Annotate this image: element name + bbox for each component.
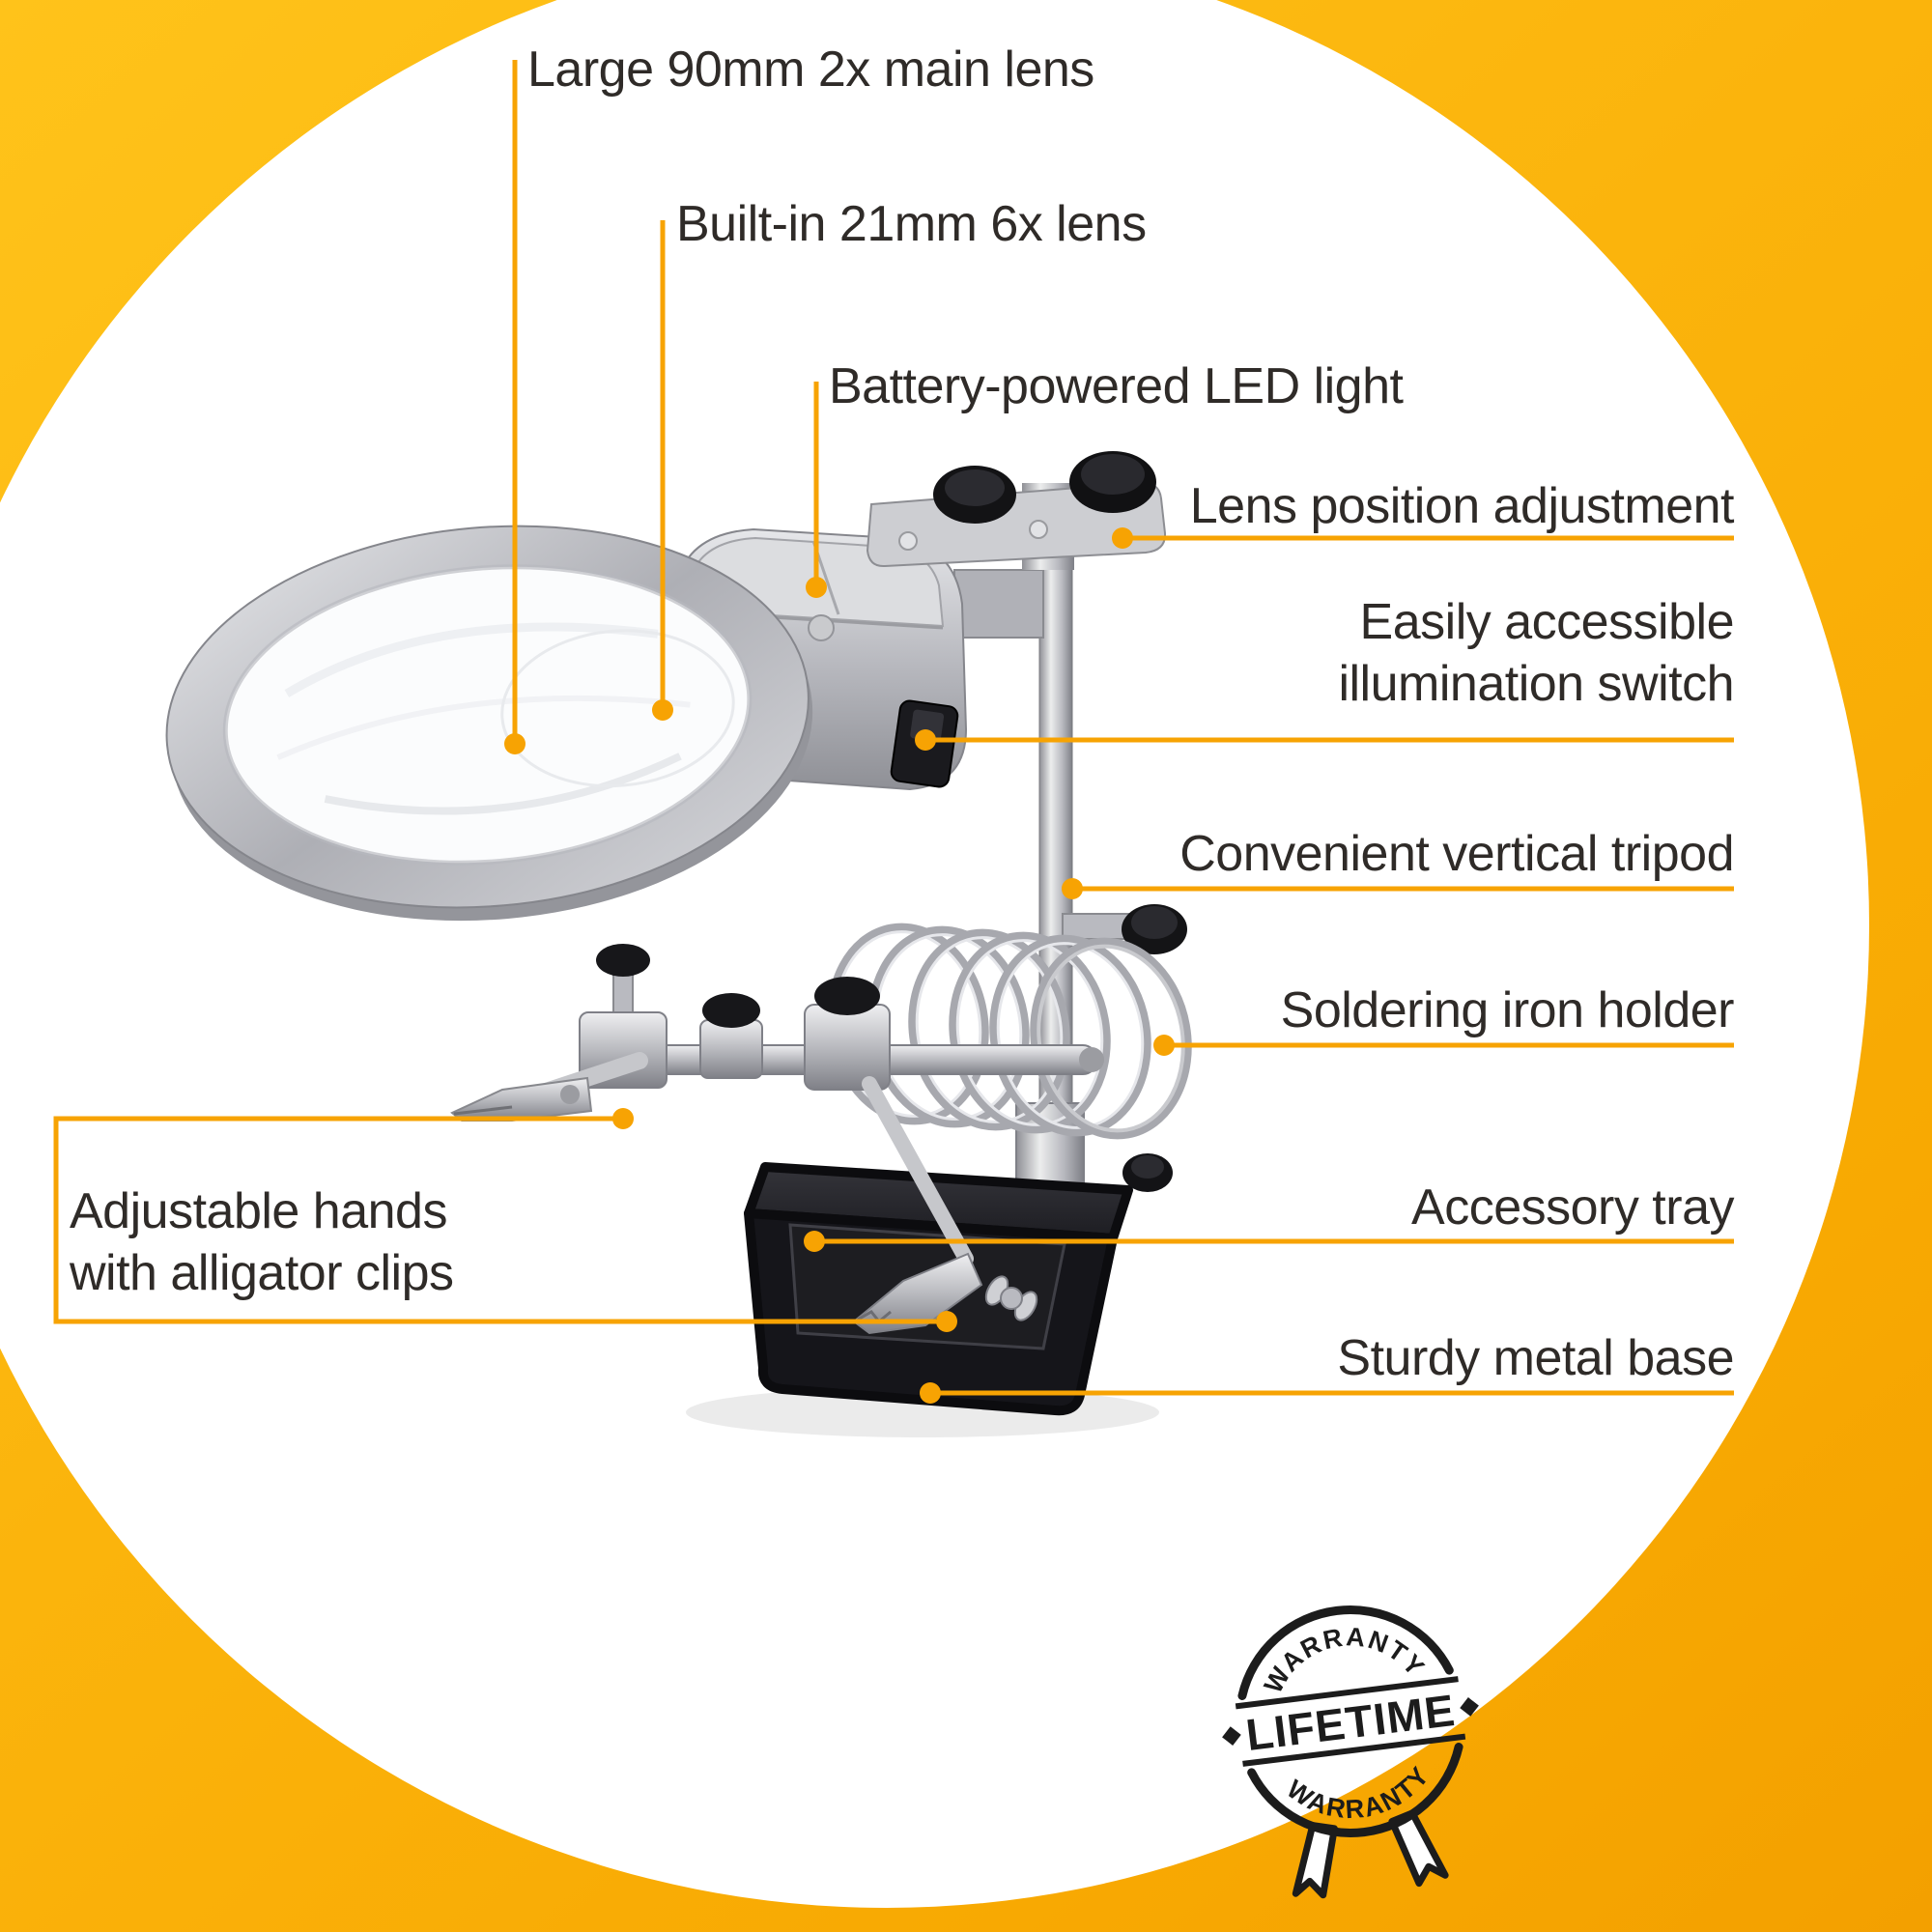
callout-dot-lens-position: [1112, 527, 1133, 549]
callout-dot-clip-lower: [936, 1311, 957, 1332]
helping-hands-crossbar: [450, 944, 1104, 1335]
coil-mount-knob: [1062, 904, 1187, 954]
callout-dot-iron-holder: [1153, 1035, 1175, 1056]
callout-label-led-light: Battery-powered LED light: [829, 358, 1404, 414]
badge-diamond-left: [1222, 1726, 1241, 1746]
base-knob: [1122, 1153, 1173, 1192]
illumination-switch-line2: illumination switch: [1338, 656, 1734, 712]
main-lens-glass: [225, 566, 750, 864]
callout-label-metal-base: Sturdy metal base: [1337, 1330, 1734, 1386]
product-photo: [165, 451, 1192, 1437]
callout-label-main-lens: Large 90mm 2x main lens: [527, 42, 1094, 98]
callout-dot-sub-lens: [652, 699, 673, 721]
badge-outer-arc-top: [1237, 1605, 1454, 1700]
alligator-clip-left: [450, 1076, 593, 1122]
callout-dot-tripod: [1062, 878, 1083, 899]
clamp-knob-center: [814, 977, 880, 1015]
callout-label-tripod: Convenient vertical tripod: [1179, 826, 1734, 882]
callout-dot-accessory-tray: [804, 1231, 825, 1252]
callout-label-lens-position: Lens position adjustment: [1189, 478, 1735, 534]
callout-dot-metal-base: [920, 1382, 941, 1404]
callout-label-illumination-switch: Easily accessible illumination switch: [1338, 591, 1734, 715]
clip-wing-nut: [984, 1275, 1038, 1321]
callout-dot-illumination-switch: [915, 729, 936, 751]
badge-outer-arc-bottom: [1247, 1743, 1463, 1837]
callout-dot-led-light: [806, 577, 827, 598]
callout-lines: [53, 60, 1734, 1396]
callout-label-accessory-tray: Accessory tray: [1411, 1179, 1734, 1236]
sub-lens-6x: [500, 629, 735, 788]
led-light-button: [808, 614, 835, 641]
badge-band-bottom-line: [1242, 1733, 1466, 1767]
adjustable-hands-line2: with alligator clips: [70, 1245, 454, 1301]
adjustment-knob-left: [933, 466, 1016, 524]
callout-dots: [504, 527, 1175, 1404]
illumination-switch-line1: Easily accessible: [1359, 594, 1735, 650]
callout-dot-main-lens: [504, 733, 526, 754]
lifetime-warranty-badge: WARRANTY LIFETIME WARRANTY: [1222, 1605, 1479, 1899]
callout-line-adjustable-hands: [53, 1116, 947, 1324]
alligator-clip-right: [852, 1252, 1038, 1335]
callout-label-iron-holder: Soldering iron holder: [1280, 982, 1735, 1038]
callout-label-sub-lens: Built-in 21mm 6x lens: [676, 196, 1147, 252]
adjustable-hands-line1: Adjustable hands: [70, 1183, 447, 1239]
magnifier-lens: [165, 525, 813, 922]
badge-band-top-line: [1235, 1676, 1459, 1710]
badge-diamond-right: [1460, 1697, 1479, 1717]
callout-dot-clip-upper: [612, 1108, 634, 1129]
clamp-knob-mid: [702, 993, 760, 1028]
lens-position-bracket: [866, 451, 1167, 570]
clamp-knob-left: [596, 944, 650, 977]
adjustment-knob-right: [1069, 451, 1156, 513]
callout-label-adjustable-hands: Adjustable hands with alligator clips: [70, 1180, 454, 1304]
